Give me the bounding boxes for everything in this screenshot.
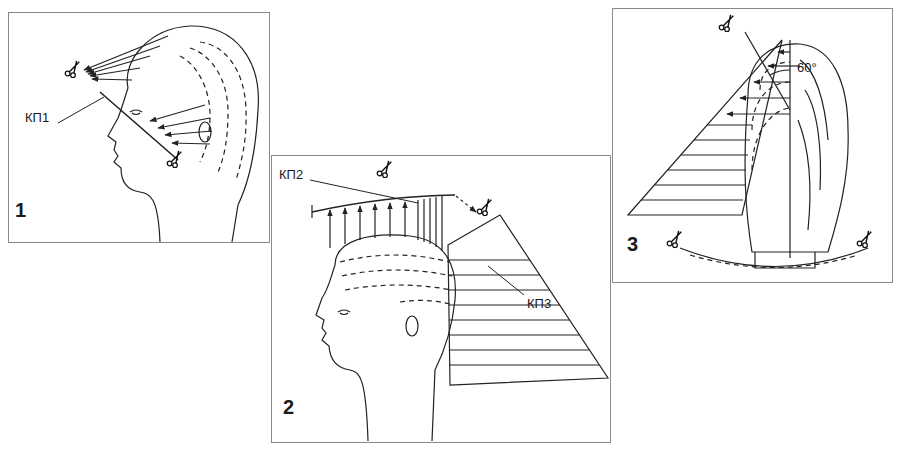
drawing-part (448, 215, 608, 385)
drawing-part (84, 36, 168, 70)
drawing-part (488, 266, 524, 295)
drawing-part (165, 131, 212, 135)
cut-line-label: 60° (797, 61, 817, 75)
drawing-part (389, 203, 390, 237)
drawing-part (359, 206, 360, 240)
figure-panel: 60° 3 (612, 8, 893, 283)
cut-line-label: КП2 (279, 168, 303, 182)
figure-panel: КП2КП3 2 (271, 155, 611, 443)
cut-line-label: КП3 (527, 297, 551, 311)
drawing-part (680, 248, 868, 267)
drawing-part (108, 88, 160, 242)
drawing-part (86, 46, 160, 72)
drawing-part (272, 156, 610, 442)
figure-number: 3 (627, 233, 638, 255)
figure-panel: КП1 1 (8, 12, 270, 243)
drawing-part (745, 44, 848, 252)
drawing-part (377, 161, 391, 178)
drawing-part (310, 180, 418, 203)
drawing-part (172, 143, 210, 144)
panel-one-drawing (9, 13, 269, 242)
figure-number: 2 (283, 396, 294, 418)
drawing-part (338, 310, 350, 315)
drawing-part (667, 231, 681, 248)
drawing-part (770, 70, 790, 75)
drawing-part (857, 231, 871, 248)
panel-three-drawing (613, 9, 892, 282)
figure-number: 1 (15, 199, 26, 221)
drawing-part (58, 97, 104, 123)
drawing-part (180, 56, 210, 162)
drawing-part (418, 196, 442, 251)
drawing-part (768, 65, 800, 66)
drawing-part (641, 125, 752, 200)
drawing-part (335, 235, 455, 441)
drawing-part (150, 105, 205, 121)
drawing-part (477, 199, 491, 216)
drawing-part (374, 204, 375, 238)
drawing-part (90, 68, 140, 76)
panel-two-drawing (272, 156, 610, 442)
drawing-part (344, 208, 345, 244)
drawing-part (9, 13, 269, 242)
drawing-part (340, 255, 452, 304)
drawing-part (65, 61, 79, 78)
drawing-part (613, 9, 892, 282)
drawing-part (778, 51, 790, 52)
drawing-part (740, 97, 790, 98)
drawing-part (449, 260, 599, 365)
drawing-part (404, 202, 405, 237)
drawing-part (130, 110, 142, 115)
drawing-part (92, 79, 132, 80)
drawing-part (311, 205, 312, 218)
drawing-part (719, 15, 733, 32)
drawing-part (167, 151, 181, 168)
drawing-part (628, 40, 782, 215)
drawing-part (406, 316, 418, 336)
drawing-part (456, 196, 476, 212)
drawing-part (690, 255, 858, 268)
drawing-part (316, 265, 368, 441)
drawing-part (190, 48, 228, 172)
drawing-part (127, 26, 258, 242)
drawing-part (754, 81, 790, 82)
drawing-part (329, 210, 330, 248)
drawing-part (798, 60, 828, 230)
cut-line-label: КП1 (25, 111, 49, 125)
drawing-part (158, 118, 210, 128)
drawing-part (789, 40, 790, 258)
drawing-part (312, 195, 455, 212)
drawing-part (727, 113, 790, 114)
